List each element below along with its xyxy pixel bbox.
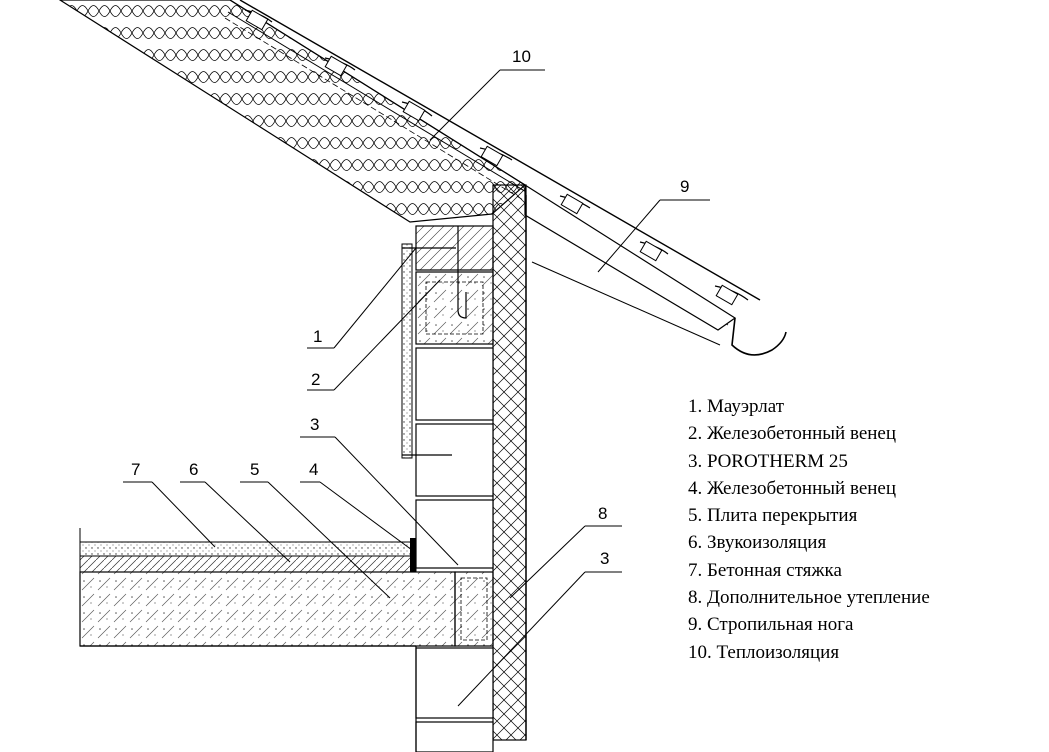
sound-insulation	[79, 555, 417, 573]
callout-6: 6	[189, 460, 198, 479]
legend-item: 10. Теплоизоляция	[688, 641, 840, 663]
legend-item: 5. Плита перекрытия	[688, 505, 858, 527]
callout-10: 10	[512, 47, 531, 66]
legend-item: 9. Стропильная нога	[688, 614, 854, 636]
gutter	[731, 317, 787, 356]
legend-item: 2. Железобетонный венец	[688, 423, 897, 445]
callout-8: 8	[598, 504, 607, 523]
legend-list: 1. Мауэрлат 2. Железобетонный венец 3. P…	[688, 393, 930, 666]
callout-2: 2	[311, 370, 320, 389]
callout-3-upper: 3	[310, 415, 319, 434]
legend-item: 1. Мауэрлат	[688, 396, 784, 417]
callout-7: 7	[131, 460, 140, 479]
legend-item: 8. Дополнительное утепление	[688, 587, 930, 609]
concrete-screed	[79, 541, 417, 557]
legend-item: 4. Железобетонный венец	[688, 477, 897, 499]
callout-5: 5	[250, 460, 259, 479]
legend-item: 3. POROTHERM 25	[688, 450, 848, 472]
legend-item: 6. Звукоизоляция	[688, 532, 827, 554]
floor-slab	[79, 571, 456, 647]
callout-3-lower: 3	[600, 549, 609, 568]
callout-4: 4	[309, 460, 318, 479]
wall-insulation	[492, 184, 527, 741]
rafter	[524, 183, 737, 331]
leader-lines	[123, 69, 721, 707]
callout-1: 1	[313, 327, 322, 346]
porotherm-wall	[415, 347, 494, 752]
upper-ring-beam	[415, 271, 494, 345]
roof-insulation	[58, 0, 527, 223]
legend-item: 7. Бетонная стяжка	[688, 559, 842, 581]
facade-board	[401, 243, 456, 459]
callout-9: 9	[680, 177, 689, 196]
